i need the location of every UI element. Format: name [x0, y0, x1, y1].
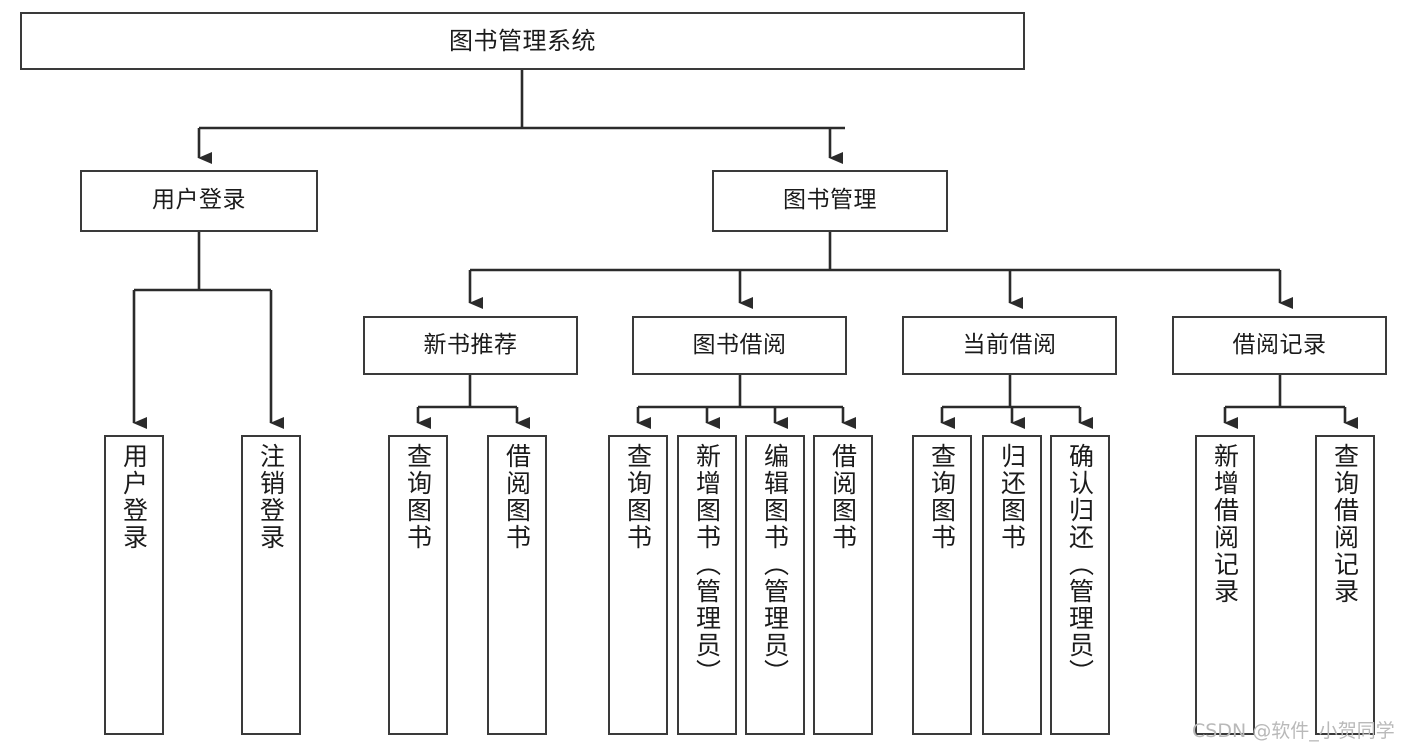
- node-new-book-recommend[interactable]: 新书推荐: [363, 316, 578, 375]
- node-leaf-query-borrow-record[interactable]: 查询借阅记录: [1315, 435, 1375, 735]
- node-leaf-logout[interactable]: 注销登录: [241, 435, 301, 735]
- node-new-book-recommend-label: 新书推荐: [423, 331, 518, 358]
- node-user-login[interactable]: 用户登录: [80, 170, 318, 232]
- node-leaf-borrow-book-2[interactable]: 借阅图书: [813, 435, 873, 735]
- node-borrow-records-label: 借阅记录: [1232, 331, 1327, 358]
- node-root-label: 图书管理系统: [449, 26, 596, 55]
- node-leaf-borrow-book-2-label: 借阅图书: [828, 443, 858, 551]
- node-leaf-query-borrow-record-label: 查询借阅记录: [1330, 443, 1360, 605]
- node-book-management[interactable]: 图书管理: [712, 170, 948, 232]
- node-leaf-user-login[interactable]: 用户登录: [104, 435, 164, 735]
- node-leaf-add-book-admin-label: 新增图书（管理员）: [692, 443, 722, 686]
- csdn-watermark: CSDN @软件_小贺同学: [1192, 720, 1395, 742]
- node-borrow-records[interactable]: 借阅记录: [1172, 316, 1387, 375]
- node-leaf-query-book-1-label: 查询图书: [403, 443, 433, 551]
- node-leaf-confirm-return-admin-label: 确认归还（管理员）: [1065, 443, 1095, 686]
- node-leaf-logout-label: 注销登录: [256, 443, 286, 551]
- node-book-borrow-label: 图书借阅: [692, 331, 787, 358]
- node-leaf-add-borrow-record-label: 新增借阅记录: [1210, 443, 1240, 605]
- node-leaf-add-book-admin[interactable]: 新增图书（管理员）: [677, 435, 737, 735]
- node-book-management-label: 图书管理: [783, 187, 877, 214]
- node-leaf-return-book[interactable]: 归还图书: [982, 435, 1042, 735]
- node-leaf-borrow-book-1-label: 借阅图书: [502, 443, 532, 551]
- node-leaf-edit-book-admin[interactable]: 编辑图书（管理员）: [745, 435, 805, 735]
- node-leaf-return-book-label: 归还图书: [997, 443, 1027, 551]
- node-root[interactable]: 图书管理系统: [20, 12, 1025, 70]
- node-leaf-confirm-return-admin[interactable]: 确认归还（管理员）: [1050, 435, 1110, 735]
- node-leaf-query-book-3[interactable]: 查询图书: [912, 435, 972, 735]
- node-leaf-query-book-2[interactable]: 查询图书: [608, 435, 668, 735]
- node-current-borrow[interactable]: 当前借阅: [902, 316, 1117, 375]
- node-leaf-borrow-book-1[interactable]: 借阅图书: [487, 435, 547, 735]
- node-user-login-label: 用户登录: [152, 187, 246, 214]
- node-leaf-query-book-2-label: 查询图书: [623, 443, 653, 551]
- node-current-borrow-label: 当前借阅: [962, 331, 1057, 358]
- node-leaf-user-login-label: 用户登录: [119, 443, 149, 551]
- node-leaf-query-book-1[interactable]: 查询图书: [388, 435, 448, 735]
- node-book-borrow[interactable]: 图书借阅: [632, 316, 847, 375]
- node-leaf-edit-book-admin-label: 编辑图书（管理员）: [760, 443, 790, 686]
- node-leaf-query-book-3-label: 查询图书: [927, 443, 957, 551]
- node-leaf-add-borrow-record[interactable]: 新增借阅记录: [1195, 435, 1255, 735]
